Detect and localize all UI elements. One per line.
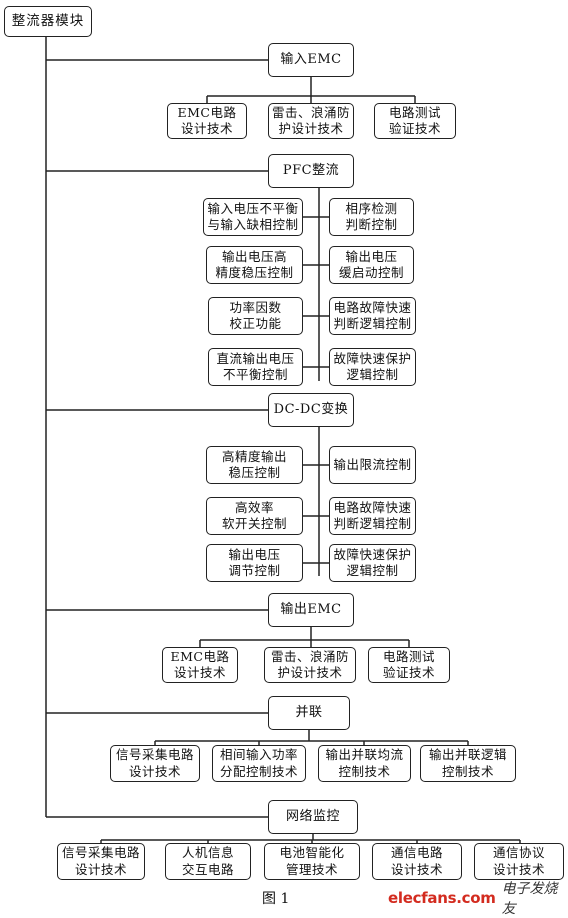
dcdc-left-0: 高精度输出 稳压控制 [206, 446, 303, 484]
parallel-item-3: 输出并联逻辑 控制技术 [420, 745, 516, 782]
dcdc-right-0: 输出限流控制 [329, 446, 416, 484]
pfc-left-2: 功率因数 校正功能 [208, 297, 303, 335]
pfc-left-0: 输入电压不平衡 与输入缺相控制 [203, 198, 303, 236]
section-dcdc: DC-DC变换 [268, 393, 354, 427]
section-pfc: PFC整流 [268, 154, 354, 188]
root-node: 整流器模块 [4, 6, 92, 37]
dcdc-left-2: 输出电压 调节控制 [206, 544, 303, 582]
pfc-right-0: 相序检测 判断控制 [329, 198, 414, 236]
input-emc-item-2: 电路测试 验证技术 [374, 103, 456, 139]
parallel-item-0: 信号采集电路 设计技术 [110, 745, 200, 782]
input-emc-item-0: EMC电路 设计技术 [167, 103, 247, 139]
figure-caption: 图 1 [262, 891, 290, 907]
monitor-item-2: 电池智能化 管理技术 [264, 843, 360, 880]
section-input-emc: 输入EMC [268, 43, 354, 77]
pfc-left-1: 输出电压高 精度稳压控制 [206, 246, 303, 284]
pfc-right-3: 故障快速保护 逻辑控制 [329, 348, 416, 386]
watermark-cn: 电子发烧友 [501, 881, 558, 917]
monitor-item-1: 人机信息 交互电路 [165, 843, 251, 880]
section-parallel: 并联 [268, 696, 350, 730]
watermark-logo: elecfans.com [388, 889, 496, 907]
output-emc-item-2: 电路测试 验证技术 [368, 647, 450, 683]
input-emc-item-1: 雷击、浪涌防 护设计技术 [268, 103, 354, 139]
monitor-item-3: 通信电路 设计技术 [372, 843, 462, 880]
watermark: elecfans.com 电子发烧友 [388, 878, 568, 918]
monitor-item-4: 通信协议 设计技术 [474, 843, 564, 880]
section-output-emc: 输出EMC [268, 593, 354, 627]
output-emc-item-0: EMC电路 设计技术 [162, 647, 238, 683]
pfc-right-1: 输出电压 缓启动控制 [329, 246, 414, 284]
pfc-right-2: 电路故障快速 判断逻辑控制 [329, 297, 416, 335]
dcdc-right-1: 电路故障快速 判断逻辑控制 [329, 497, 416, 535]
dcdc-right-2: 故障快速保护 逻辑控制 [329, 544, 416, 582]
pfc-left-3: 直流输出电压 不平衡控制 [208, 348, 303, 386]
section-network-monitor: 网络监控 [268, 800, 358, 834]
parallel-item-1: 相间输入功率 分配控制技术 [212, 745, 306, 782]
dcdc-left-1: 高效率 软开关控制 [206, 497, 303, 535]
output-emc-item-1: 雷击、浪涌防 护设计技术 [264, 647, 356, 683]
parallel-item-2: 输出并联均流 控制技术 [318, 745, 411, 782]
monitor-item-0: 信号采集电路 设计技术 [57, 843, 145, 880]
